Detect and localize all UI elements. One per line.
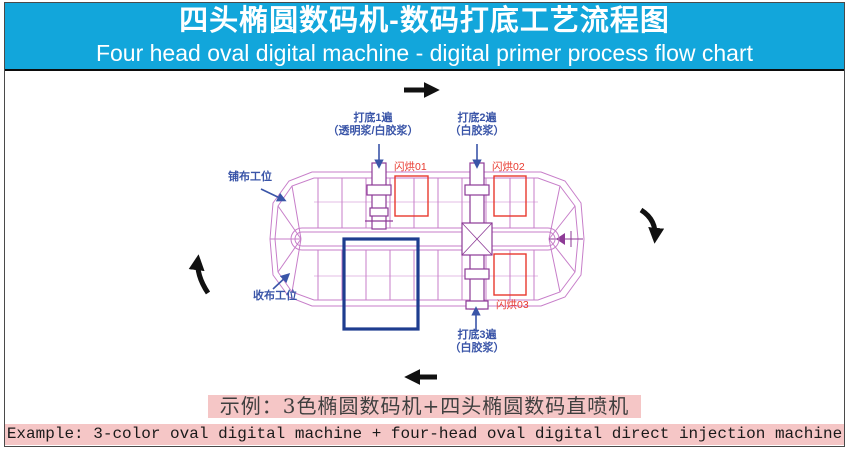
banner-title-en: Four head oval digital machine - digital… <box>95 40 754 66</box>
pointer-arrows <box>260 144 482 330</box>
machine-diagram-svg <box>188 81 665 386</box>
unload-station-pointer-arrow <box>272 273 291 290</box>
example-text-en: Example: 3-color oval digital machine + … <box>5 424 844 445</box>
flash-dryer-3-box <box>493 253 527 296</box>
example-strip: 示例：3色椭圆数码机+四头椭圆数码直喷机 Example: 3-color ov… <box>5 391 844 446</box>
banner-title-zh: 四头椭圆数码机-数码打底工艺流程图 <box>179 5 670 37</box>
flow-arrow-up-icon <box>188 254 211 295</box>
example-zh-wrap: 示例：3色椭圆数码机+四头椭圆数码直喷机 <box>5 395 844 418</box>
primer3-line2: （白胶浆） <box>449 342 505 354</box>
primer3-line1: 打底3遍 <box>457 329 497 341</box>
page-frame: 四头椭圆数码机-数码打底工艺流程图 Four head oval digital… <box>4 2 845 447</box>
print-tower-2 <box>461 162 493 310</box>
label-primer-pass-1: 打底1遍 （透明浆/白胶浆） <box>303 112 443 138</box>
label-flash-dry-3: 闪烘03 <box>496 299 529 311</box>
flowchart-area: 打底1遍 （透明浆/白胶浆） 打底2遍 （白胶浆） 打底3遍 （白胶浆） 铺布工… <box>5 71 844 391</box>
flow-arrow-down-icon <box>639 207 665 244</box>
load-station-pointer-arrow <box>260 188 287 202</box>
flash-dryer-2-box <box>493 175 527 217</box>
label-primer-pass-3: 打底3遍 （白胶浆） <box>412 329 542 355</box>
label-unload-station: 收布工位 <box>253 290 297 302</box>
primer1-line2: （透明浆/白胶浆） <box>327 125 419 137</box>
flash-dryer-1-box <box>394 175 429 217</box>
example-text-zh: 示例：3色椭圆数码机+四头椭圆数码直喷机 <box>207 395 642 418</box>
title-banner: 四头椭圆数码机-数码打底工艺流程图 Four head oval digital… <box>5 3 844 71</box>
label-primer-pass-2: 打底2遍 （白胶浆） <box>412 112 542 138</box>
label-flash-dry-2: 闪烘02 <box>492 161 525 173</box>
label-flash-dry-1: 闪烘01 <box>394 161 427 173</box>
label-load-station: 铺布工位 <box>228 171 272 183</box>
oval-machine-drawing <box>269 171 585 307</box>
primer1-line1: 打底1遍 <box>353 112 393 124</box>
flash-dryer-boxes <box>394 175 527 296</box>
highlight-rectangle <box>342 237 420 331</box>
primer2-line1: 打底2遍 <box>457 112 497 124</box>
print-tower-1 <box>365 162 393 230</box>
primer2-line2: （白胶浆） <box>449 125 505 137</box>
